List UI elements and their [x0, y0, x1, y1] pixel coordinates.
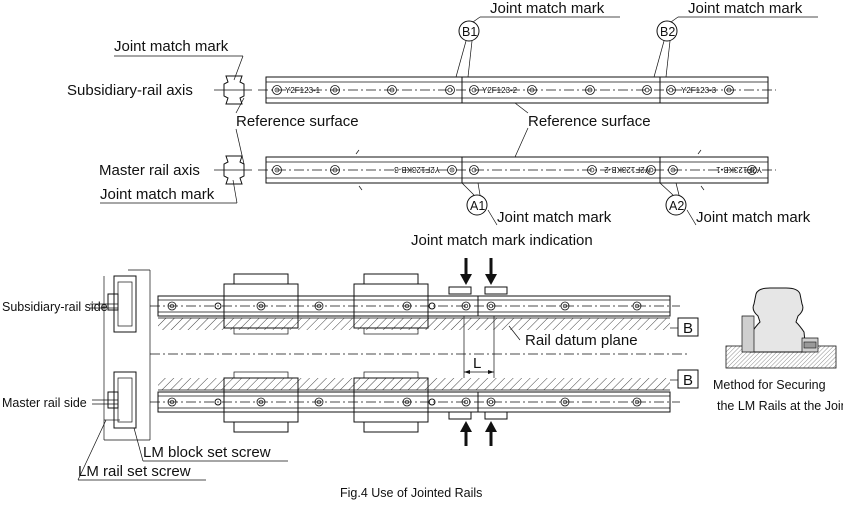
rail-bolt-hole [527, 85, 537, 95]
a1-label: A1 [470, 199, 485, 213]
rail-bolt-hole [402, 301, 412, 311]
b1-label: B1 [462, 25, 477, 39]
rail-bolt-hole [642, 85, 652, 95]
joint-mark-label-b1: Joint match mark [490, 0, 605, 17]
rail-datum-plane-label: Rail datum plane [525, 332, 638, 349]
rail-bolt-hole [666, 85, 676, 95]
rail-bolt-hole [272, 85, 282, 95]
lm-blocks [214, 273, 436, 433]
length-label: L [473, 355, 481, 372]
a2-label: A2 [669, 199, 684, 213]
rail-bolt-hole [387, 85, 397, 95]
joint-mark-label-b2: Joint match mark [688, 0, 803, 17]
b-mark-lower: B [683, 372, 693, 389]
joint-mark-label-a1: Joint match mark [497, 209, 612, 226]
lm-block-set-screw-label: LM block set screw [143, 444, 271, 461]
figure-caption: Fig.4 Use of Jointed Rails [340, 486, 482, 500]
sub-rail-code-2: Y2F123-2 [482, 86, 518, 95]
rail-bolt-hole [256, 397, 266, 407]
rail-bolt-hole [632, 301, 642, 311]
joint-mark-label-bottom-left: Joint match mark [100, 186, 215, 203]
rail-bolt-hole [560, 397, 570, 407]
a2-marker [659, 182, 687, 216]
method-caption-line-1: Method for Securing [713, 378, 826, 392]
rail-bolt-hole [486, 301, 496, 311]
rail-bolt-hole [486, 397, 496, 407]
rail-bolt-hole [461, 301, 471, 311]
length-dimension [463, 316, 495, 378]
rail-bolt-hole [469, 165, 479, 175]
master-rail-code-3: Y2F123KB-3 [394, 165, 440, 174]
rail-bolt-hole [314, 301, 324, 311]
rail-bolt-hole [256, 301, 266, 311]
rail-bolt-hole [585, 85, 595, 95]
rail-bolt-hole [447, 165, 457, 175]
rail-bolt-hole [402, 397, 412, 407]
rail-bolt-hole [668, 165, 678, 175]
lm-rail-set-screw-label: LM rail set screw [78, 463, 191, 480]
b2-marker [653, 20, 678, 78]
rail-bolt-hole [587, 165, 597, 175]
master-rail-axis-label: Master rail axis [99, 162, 200, 179]
joint-mark-indication-label: Joint match mark indication [411, 232, 593, 249]
master-rail-code-1: Y2F123KB-1 [716, 165, 762, 174]
reference-surface-label-right: Reference surface [528, 113, 651, 130]
master-rail-profile-icon [214, 155, 252, 185]
end-view-assembly [90, 269, 151, 441]
rail-bolt-hole [632, 397, 642, 407]
sub-rail-code-1: Y2F123-1 [285, 86, 321, 95]
master-rail-side-view [150, 378, 680, 413]
subsidiary-rail-profile-icon [214, 75, 252, 105]
rail-bolt-hole [167, 397, 177, 407]
joint-mark-label-a2: Joint match mark [696, 209, 811, 226]
rail-bolt-hole [560, 301, 570, 311]
b-mark-upper: B [683, 320, 693, 337]
joint-mark-label-top-left: Joint match mark [114, 38, 229, 55]
method-caption-line-2: the LM Rails at the Joint [717, 399, 843, 413]
subsidiary-side-label: Subsidiary-rail side [2, 300, 108, 314]
rail-bolt-hole [272, 165, 282, 175]
rail-bolt-hole [330, 165, 340, 175]
rail-bolt-hole [724, 85, 734, 95]
joint-press-arrows [448, 258, 508, 446]
rail-bolt-holes [167, 301, 642, 407]
rail-bolt-hole [330, 85, 340, 95]
joint-securing-method-sketch [725, 287, 837, 369]
reference-surface-label-left: Reference surface [236, 113, 359, 130]
subsidiary-rail-axis-label: Subsidiary-rail axis [67, 82, 193, 99]
rail-bolt-hole [646, 165, 656, 175]
subsidiary-rail-top-view [258, 76, 776, 104]
a1-marker [461, 182, 488, 216]
datum-b-marks [670, 317, 699, 389]
master-side-label: Master rail side [2, 396, 87, 410]
rail-bolt-hole [445, 85, 455, 95]
rail-bolt-hole [747, 165, 757, 175]
rail-bolt-hole [461, 397, 471, 407]
master-rail-top-view [258, 149, 776, 191]
b2-label: B2 [660, 25, 675, 39]
rail-bolt-hole [469, 85, 479, 95]
b1-marker [455, 20, 480, 78]
rail-bolt-hole [167, 301, 177, 311]
rail-bolt-hole [314, 397, 324, 407]
master-rail-code-2: Y2F123KB-2 [604, 165, 650, 174]
subsidiary-rail-side-view [150, 295, 680, 330]
sub-rail-code-3: Y2F123-3 [681, 86, 717, 95]
